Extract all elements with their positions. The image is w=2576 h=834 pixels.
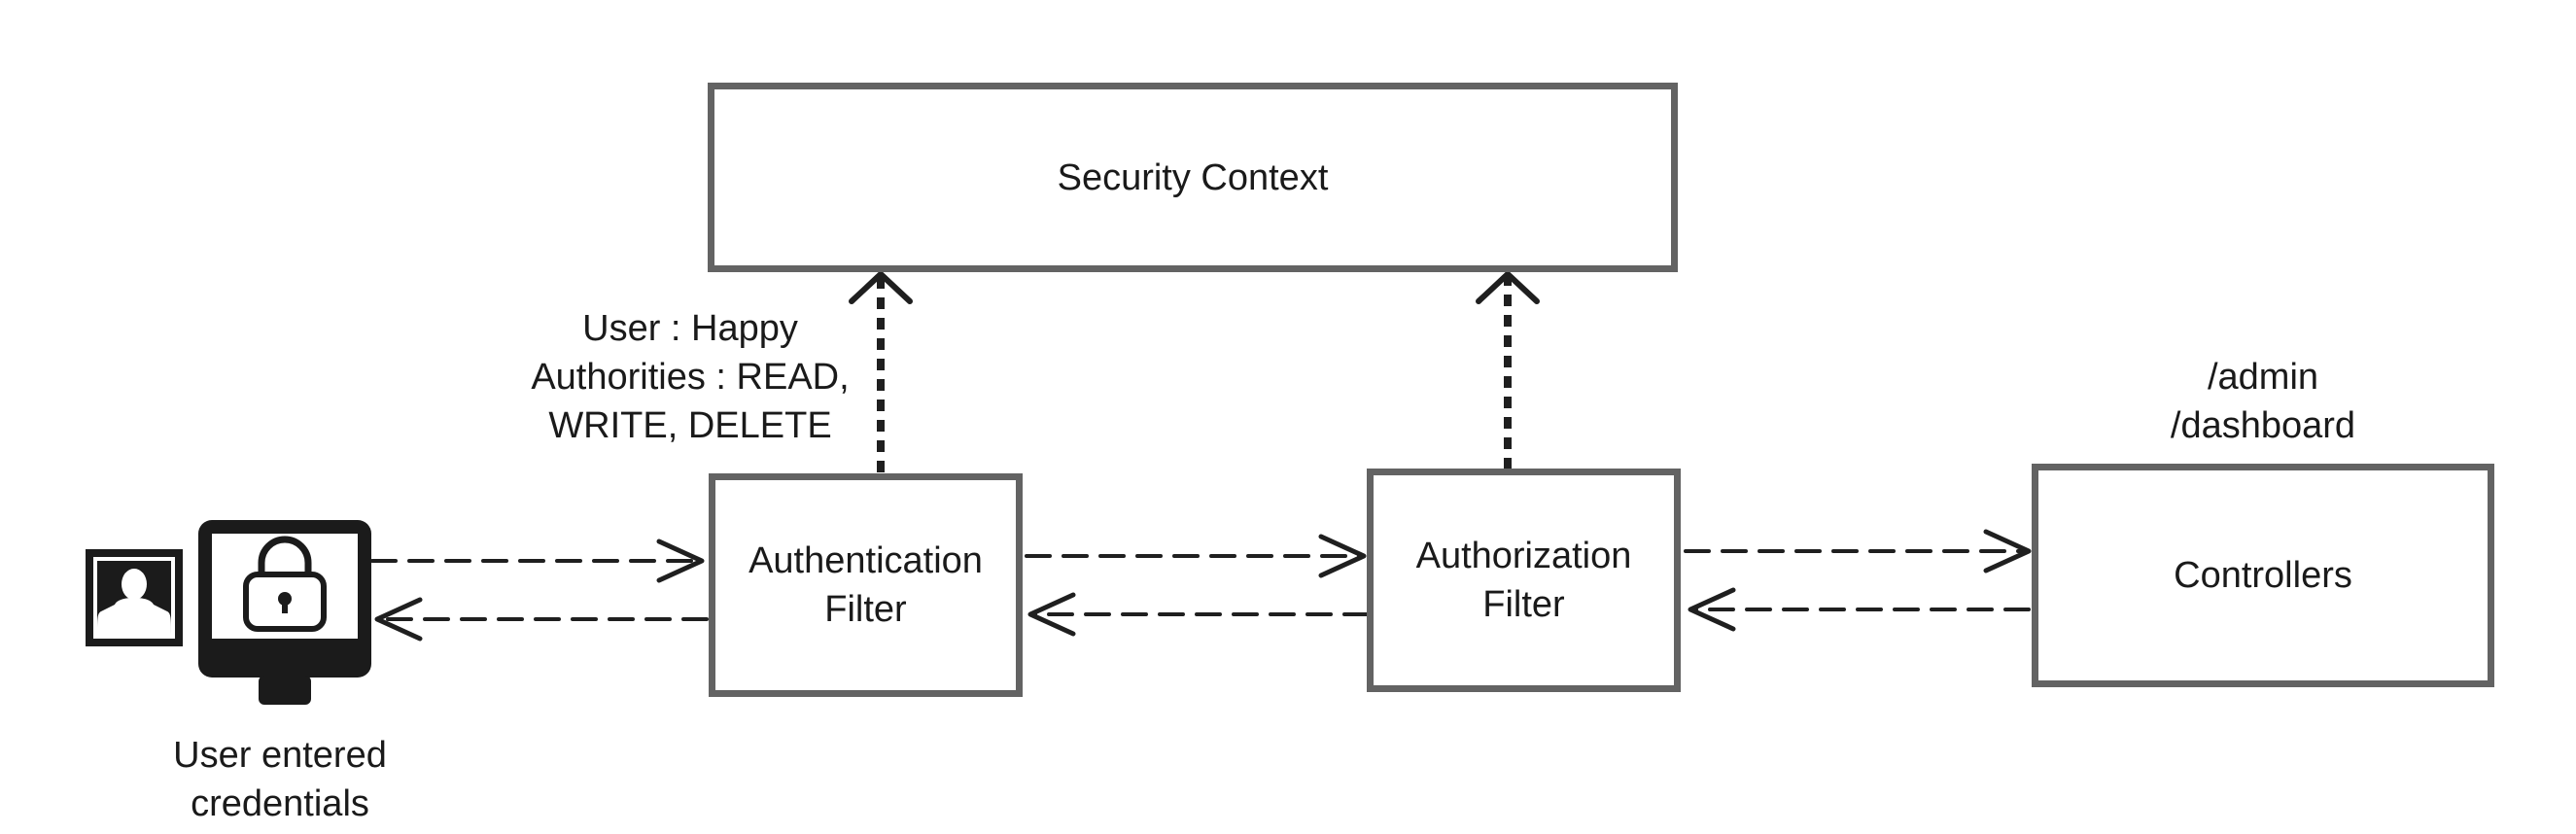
authorization-filter-box: Authorization Filter	[1367, 469, 1681, 692]
authentication-filter-line-1: Authentication	[748, 540, 983, 581]
padlock-icon	[243, 536, 327, 632]
controller-paths: /admin /dashboard	[2171, 353, 2355, 450]
controller-path-admin: /admin	[2207, 357, 2319, 398]
authentication-filter-line-2: Filter	[824, 589, 907, 630]
user-credentials-caption: User entered credentials	[173, 731, 387, 828]
arrowhead-security-context-left	[849, 271, 913, 304]
authorization-filter-line-2: Filter	[1482, 584, 1565, 625]
details-line-permissions: WRITE, DELETE	[548, 405, 832, 446]
arrowhead-security-context-right	[1476, 271, 1540, 304]
controllers-label: Controllers	[2174, 555, 2352, 596]
details-line-user: User : Happy	[582, 308, 798, 349]
security-context-box: Security Context	[708, 83, 1678, 272]
arrowhead-controllers-in	[1983, 529, 2032, 573]
arrowhead-authentication-in	[656, 539, 705, 583]
user-portrait-icon	[86, 549, 183, 646]
user-caption-line-2: credentials	[191, 783, 369, 824]
arrowhead-authentication-back	[1027, 592, 1076, 637]
controllers-box: Controllers	[2032, 464, 2494, 687]
authorization-filter-line-1: Authorization	[1415, 536, 1632, 576]
controller-path-dashboard: /dashboard	[2170, 405, 2356, 446]
arrowhead-user-in	[374, 597, 423, 642]
details-line-authorities: Authorities : READ,	[531, 357, 850, 398]
security-context-label: Security Context	[1057, 156, 1329, 198]
arrowhead-authorization-back	[1688, 587, 1736, 632]
arrowhead-authorization-in	[1318, 534, 1367, 578]
monitor-icon	[198, 520, 371, 705]
security-context-details: User : Happy Authorities : READ, WRITE, …	[531, 304, 849, 450]
user-caption-line-1: User entered	[173, 735, 387, 776]
authentication-filter-box: Authentication Filter	[709, 473, 1023, 697]
